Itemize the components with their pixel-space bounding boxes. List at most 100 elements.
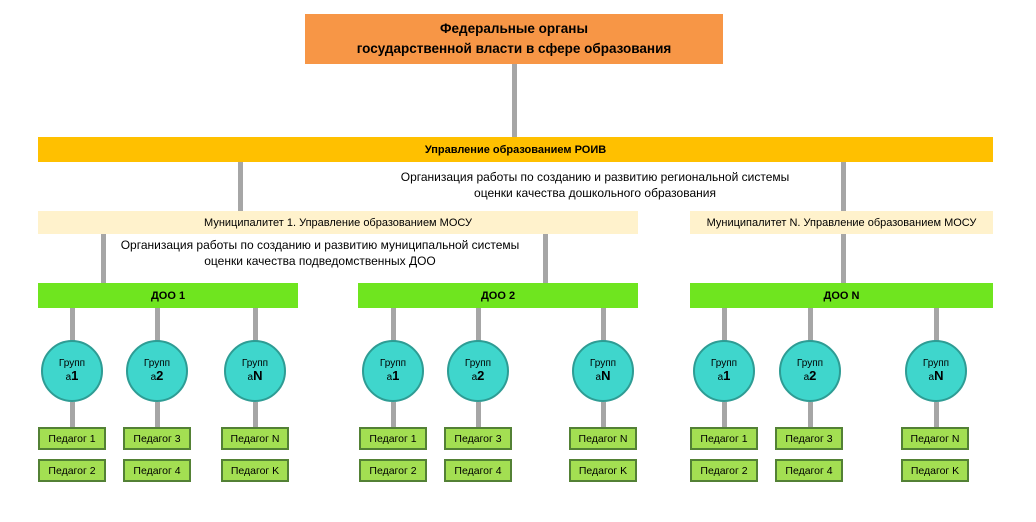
teacher-box: Педагог K [221, 459, 289, 482]
federal-authority-box: Федеральные органы государственной власт… [305, 14, 723, 64]
connector-dooN-groupN [934, 308, 939, 341]
roiv-bar: Управление образованием РОИВ [38, 137, 993, 162]
connector-doo2-group2 [476, 308, 481, 341]
group-circle: Групп а1 [362, 340, 424, 402]
group-label-num: N [601, 368, 611, 384]
group-label-top: Групп [143, 357, 171, 369]
group-label-mid: а [928, 372, 935, 384]
regional-note: Организация работы по созданию и развити… [400, 170, 790, 201]
group-label-mid: а [471, 372, 478, 384]
connector-munN-dooN [841, 234, 846, 283]
group-label-top: Групп [922, 357, 950, 369]
group-label-top: Групп [796, 357, 824, 369]
group-label-bottom: а2 [471, 368, 485, 384]
teacher-box: Педагог 2 [38, 459, 106, 482]
group-label-top: Групп [710, 357, 738, 369]
group-label-num: 1 [71, 368, 79, 384]
group-label-bottom: аN [595, 368, 611, 384]
group-label-mid: а [150, 372, 157, 384]
connector-group2-teachers [476, 402, 481, 428]
connector-doo2-groupN [601, 308, 606, 341]
group-label-mid: а [247, 372, 254, 384]
group-circle: Групп а1 [693, 340, 755, 402]
group-label-bottom: а1 [386, 368, 400, 384]
group-label-top: Групп [464, 357, 492, 369]
teacher-box: Педагог 2 [359, 459, 427, 482]
connector-doo1-group2 [155, 308, 160, 341]
group-label-mid: а [386, 372, 393, 384]
group-label-bottom: аN [928, 368, 944, 384]
doo-2-bar: ДОО 2 [358, 283, 638, 308]
connector-doo1-groupN [253, 308, 258, 341]
group-label-bottom: а2 [150, 368, 164, 384]
connector-group1-teachers [722, 402, 727, 428]
connector-roiv-mun1 [238, 162, 243, 211]
teacher-box: Педагог 3 [775, 427, 843, 450]
municipality-n-label: Муниципалитет N. Управление образованием… [706, 216, 977, 229]
teacher-box: Педагог 3 [123, 427, 191, 450]
group-label-mid: а [65, 372, 72, 384]
municipal-note: Организация работы по созданию и развити… [120, 238, 520, 269]
group-label-num: N [934, 368, 944, 384]
doo-1-bar: ДОО 1 [38, 283, 298, 308]
teacher-box: Педагог K [569, 459, 637, 482]
federal-authority-line2: государственной власти в сфере образован… [356, 41, 672, 56]
doo-n-label: ДОО N [823, 289, 860, 302]
teacher-box: Педагог 2 [690, 459, 758, 482]
group-label-top: Групп [589, 357, 617, 369]
connector-group2-teachers [808, 402, 813, 428]
group-label-top: Групп [241, 357, 269, 369]
connector-doo2-group1 [391, 308, 396, 341]
teacher-box: Педагог 4 [123, 459, 191, 482]
teacher-box: Педагог 3 [444, 427, 512, 450]
teacher-box: Педагог 1 [690, 427, 758, 450]
connector-doo1-group1 [70, 308, 75, 341]
teacher-box: Педагог K [901, 459, 969, 482]
doo-1-label: ДОО 1 [150, 289, 186, 302]
municipality-n-box: Муниципалитет N. Управление образованием… [690, 211, 993, 234]
connector-dooN-group2 [808, 308, 813, 341]
connector-group2-teachers [155, 402, 160, 428]
group-label-num: 2 [477, 368, 485, 384]
connector-federal-roiv [512, 64, 517, 137]
group-circle: Групп а2 [779, 340, 841, 402]
group-circle: Групп аN [572, 340, 634, 402]
teacher-box: Педагог N [221, 427, 289, 450]
connector-group1-teachers [70, 402, 75, 428]
connector-dooN-group1 [722, 308, 727, 341]
group-circle: Групп а1 [41, 340, 103, 402]
group-circle: Групп а2 [126, 340, 188, 402]
group-label-bottom: аN [247, 368, 263, 384]
connector-group1-teachers [391, 402, 396, 428]
teacher-box: Педагог 1 [359, 427, 427, 450]
connector-groupN-teachers [253, 402, 258, 428]
group-label-bottom: а2 [803, 368, 817, 384]
group-label-top: Групп [58, 357, 86, 369]
connector-mun1-doo1 [101, 234, 106, 283]
teacher-box: Педагог 4 [775, 459, 843, 482]
group-label-num: N [253, 368, 263, 384]
group-label-mid: а [717, 372, 724, 384]
group-label-mid: а [595, 372, 602, 384]
group-label-num: 1 [723, 368, 731, 384]
municipality-1-box: Муниципалитет 1. Управление образованием… [38, 211, 638, 234]
group-circle: Групп аN [905, 340, 967, 402]
group-label-num: 2 [156, 368, 164, 384]
group-label-num: 1 [392, 368, 400, 384]
municipality-1-label: Муниципалитет 1. Управление образованием… [204, 216, 472, 229]
group-label-top: Групп [379, 357, 407, 369]
connector-roiv-munN [841, 162, 846, 211]
group-label-mid: а [803, 372, 810, 384]
group-label-num: 2 [809, 368, 817, 384]
connector-mun1-doo2 [543, 234, 548, 283]
teacher-box: Педагог 1 [38, 427, 106, 450]
group-circle: Групп а2 [447, 340, 509, 402]
group-label-bottom: а1 [65, 368, 79, 384]
doo-n-bar: ДОО N [690, 283, 993, 308]
teacher-box: Педагог N [901, 427, 969, 450]
connector-groupN-teachers [934, 402, 939, 428]
doo-2-label: ДОО 2 [480, 289, 516, 302]
connector-groupN-teachers [601, 402, 606, 428]
federal-authority-line1: Федеральные органы [440, 20, 588, 36]
